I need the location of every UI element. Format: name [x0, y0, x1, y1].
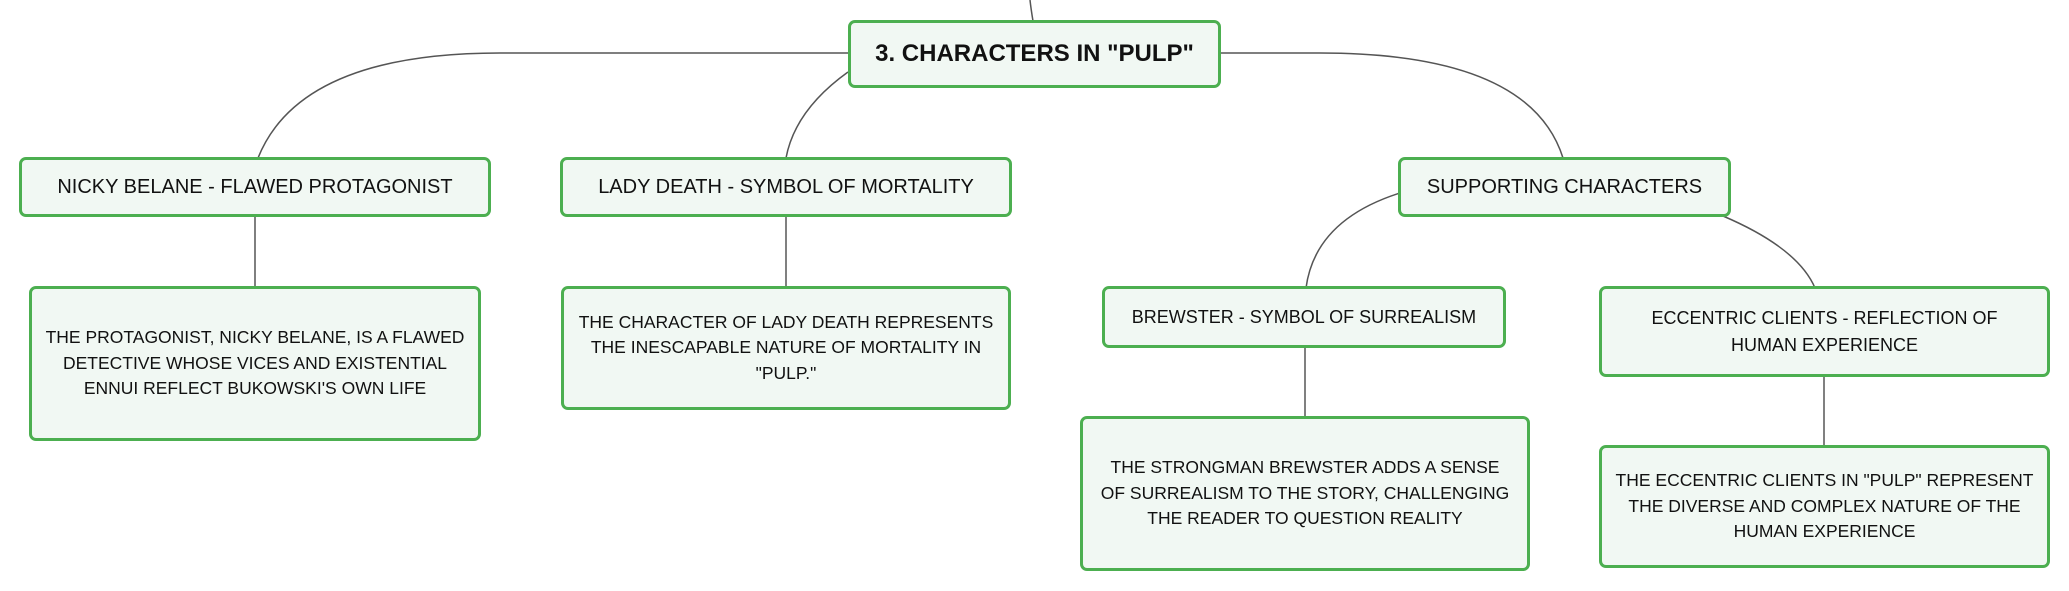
- connector-root-to-lady-death: [785, 71, 849, 159]
- topic-label: LADY DEATH - SYMBOL OF MORTALITY: [598, 175, 974, 198]
- detail-node-brewster[interactable]: THE STRONGMAN BREWSTER ADDS A SENSE OF S…: [1080, 416, 1530, 571]
- detail-text: THE PROTAGONIST, NICKY BELANE, IS A FLAW…: [45, 327, 465, 399]
- topic-node-nicky-belane[interactable]: NICKY BELANE - FLAWED PROTAGONIST: [19, 157, 491, 217]
- subtopic-label: BREWSTER - SYMBOL OF SURREALISM: [1131, 306, 1477, 327]
- topic-label: NICKY BELANE - FLAWED PROTAGONIST: [57, 175, 453, 198]
- detail-text: THE STRONGMAN BREWSTER ADDS A SENSE OF S…: [1100, 457, 1510, 529]
- connector-parent-to-root: [1029, 0, 1034, 22]
- detail-node-nicky-belane[interactable]: THE PROTAGONIST, NICKY BELANE, IS A FLAW…: [29, 286, 481, 441]
- topic-node-supporting-characters[interactable]: SUPPORTING CHARACTERS: [1398, 157, 1731, 217]
- connector-supporting-to-eccentric: [1722, 215, 1816, 289]
- detail-text: THE CHARACTER OF LADY DEATH REPRESENTS T…: [578, 311, 994, 383]
- root-topic-label: 3. CHARACTERS IN "PULP": [875, 39, 1194, 67]
- connector-root-to-nicky: [257, 52, 848, 159]
- root-topic-node[interactable]: 3. CHARACTERS IN "PULP": [848, 20, 1221, 88]
- subtopic-node-brewster[interactable]: BREWSTER - SYMBOL OF SURREALISM: [1102, 286, 1506, 348]
- topic-label: SUPPORTING CHARACTERS: [1426, 175, 1703, 198]
- connector-root-to-supporting: [1220, 52, 1564, 159]
- detail-node-eccentric-clients[interactable]: THE ECCENTRIC CLIENTS IN "PULP" REPRESEN…: [1599, 445, 2050, 568]
- detail-text: THE ECCENTRIC CLIENTS IN "PULP" REPRESEN…: [1615, 470, 2034, 542]
- topic-node-lady-death[interactable]: LADY DEATH - SYMBOL OF MORTALITY: [560, 157, 1012, 217]
- subtopic-label: ECCENTRIC CLIENTS - REFLECTION OF HUMAN …: [1651, 308, 1998, 355]
- connector-supporting-to-brewster: [1305, 192, 1401, 289]
- subtopic-node-eccentric-clients[interactable]: ECCENTRIC CLIENTS - REFLECTION OF HUMAN …: [1599, 286, 2050, 377]
- detail-node-lady-death[interactable]: THE CHARACTER OF LADY DEATH REPRESENTS T…: [561, 286, 1011, 410]
